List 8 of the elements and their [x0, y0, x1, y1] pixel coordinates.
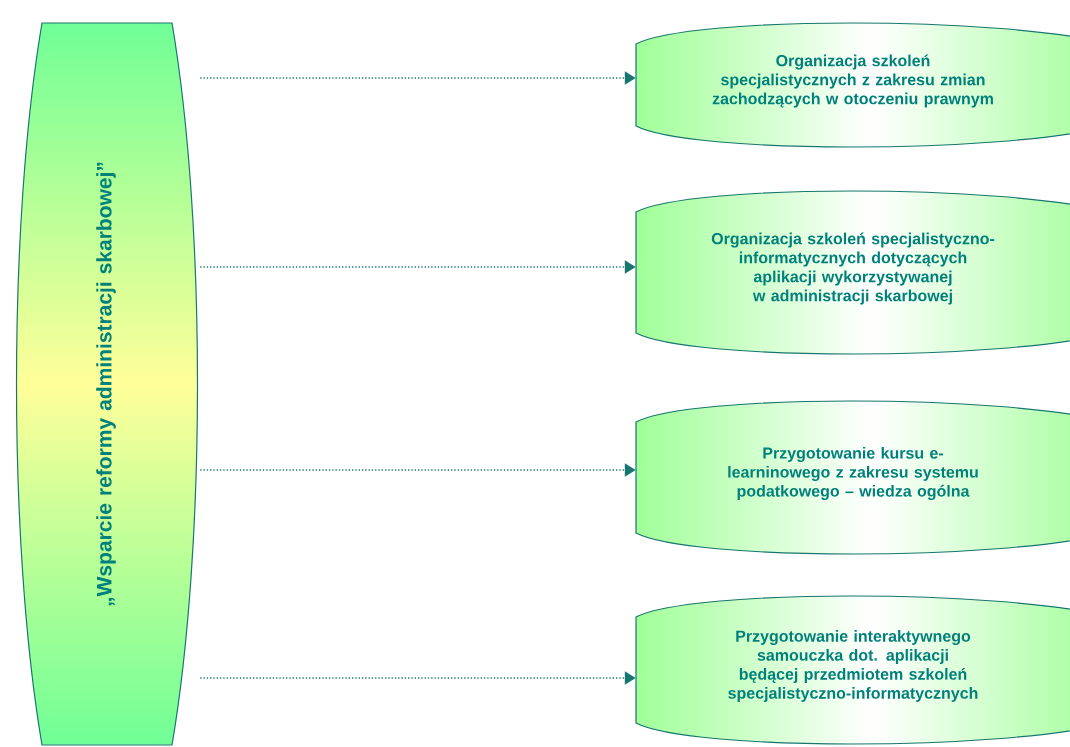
arrow [199, 671, 636, 685]
barrel-box: Przygotowanie kursu e-learninowego z zakresu systemu podatkowego – wiedza ogólna [635, 400, 1070, 555]
barrel-box: Organizacja szkoleń specjalistycznych z zakresu zmian zachodzących w otoczeniu prawnym [635, 22, 1070, 148]
barrel-box: Przygotowanie interaktywnego samouczka dot. aplikacji będącej przedmiotem szkoleń specjalistyczno-informatycznych [635, 595, 1070, 745]
arrow [199, 71, 636, 85]
arrow [199, 463, 636, 477]
barrel-box: Organizacja szkoleń specjalistyczno-informatycznych dotyczących aplikacji wykorzystywanej w administracji skarbowej [635, 190, 1070, 355]
arrow [199, 260, 636, 274]
